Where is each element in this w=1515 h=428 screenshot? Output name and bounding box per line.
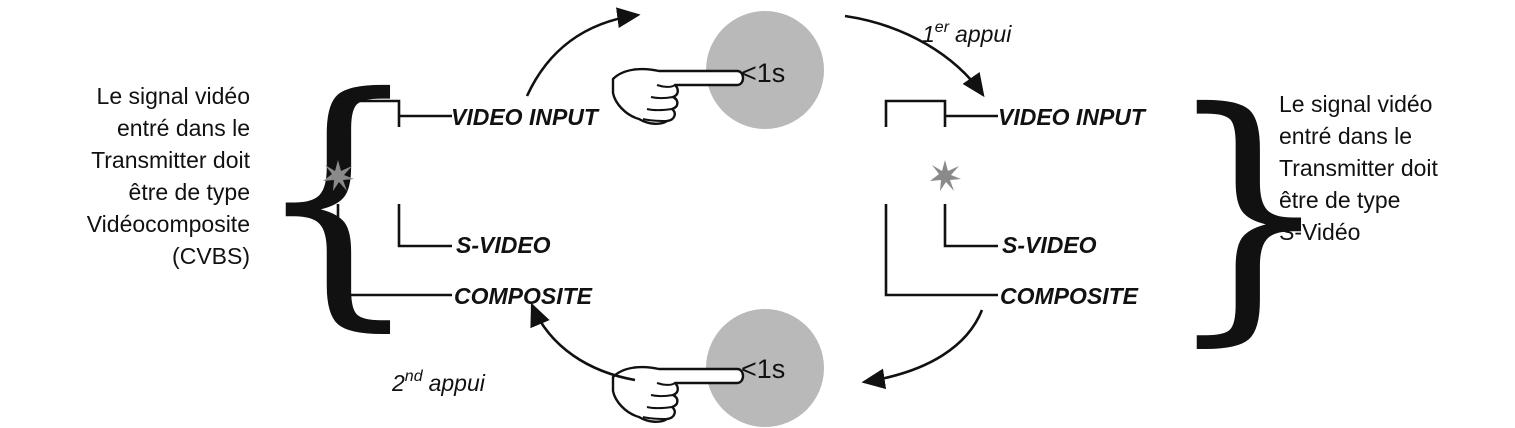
- left-description-line: Le signal vidéo: [96, 83, 250, 109]
- s-video-label: S-VIDEO: [456, 232, 551, 258]
- blinking-led-icon: [930, 160, 961, 191]
- left-description-line: être de type: [128, 179, 250, 205]
- right-description-line: Le signal vidéo: [1279, 91, 1433, 117]
- arrow-left-to-top-button: [525, 7, 641, 97]
- right-description: Le signal vidéo entré dans le Transmitte…: [1279, 88, 1438, 248]
- s-video-label: S-VIDEO: [1002, 232, 1097, 258]
- left-description-line: (CVBS): [172, 243, 250, 269]
- composite-label: COMPOSITE: [454, 283, 593, 309]
- left-description-line: Transmitter doit: [91, 147, 250, 173]
- right-description-line: S-Vidéo: [1279, 219, 1361, 245]
- button-circle[interactable]: [706, 309, 824, 427]
- composite-label: COMPOSITE: [1000, 283, 1139, 309]
- video-input-label: VIDEO INPUT: [451, 104, 600, 130]
- right-brace: }: [1163, 54, 1335, 369]
- press-duration-label: <1s: [741, 354, 785, 384]
- arrow-right-to-bottom-button: [861, 309, 984, 390]
- top-button[interactable]: <1s: [611, 11, 824, 129]
- video-input-label: VIDEO INPUT: [998, 104, 1147, 130]
- button-circle[interactable]: [706, 11, 824, 129]
- arrow-top-button-to-right: [844, 14, 985, 98]
- left-brace: {: [252, 39, 424, 354]
- blinking-led-icon: [323, 160, 354, 191]
- right-description-line: être de type: [1279, 187, 1401, 213]
- arrow-bottom-button-to-left: [530, 302, 636, 382]
- left-description-line: Vidéocomposite: [86, 211, 250, 237]
- left-panel: VIDEO INPUT S-VIDEO COMPOSITE: [323, 99, 600, 309]
- press-duration-label: <1s: [741, 58, 785, 88]
- right-description-line: Transmitter doit: [1279, 155, 1438, 181]
- left-description: Le signal vidéo entré dans le Transmitte…: [87, 80, 250, 272]
- right-panel: VIDEO INPUT S-VIDEO COMPOSITE: [884, 99, 1147, 309]
- bottom-button[interactable]: <1s: [611, 309, 824, 427]
- left-description-line: entré dans le: [117, 115, 250, 141]
- right-description-line: entré dans le: [1279, 123, 1412, 149]
